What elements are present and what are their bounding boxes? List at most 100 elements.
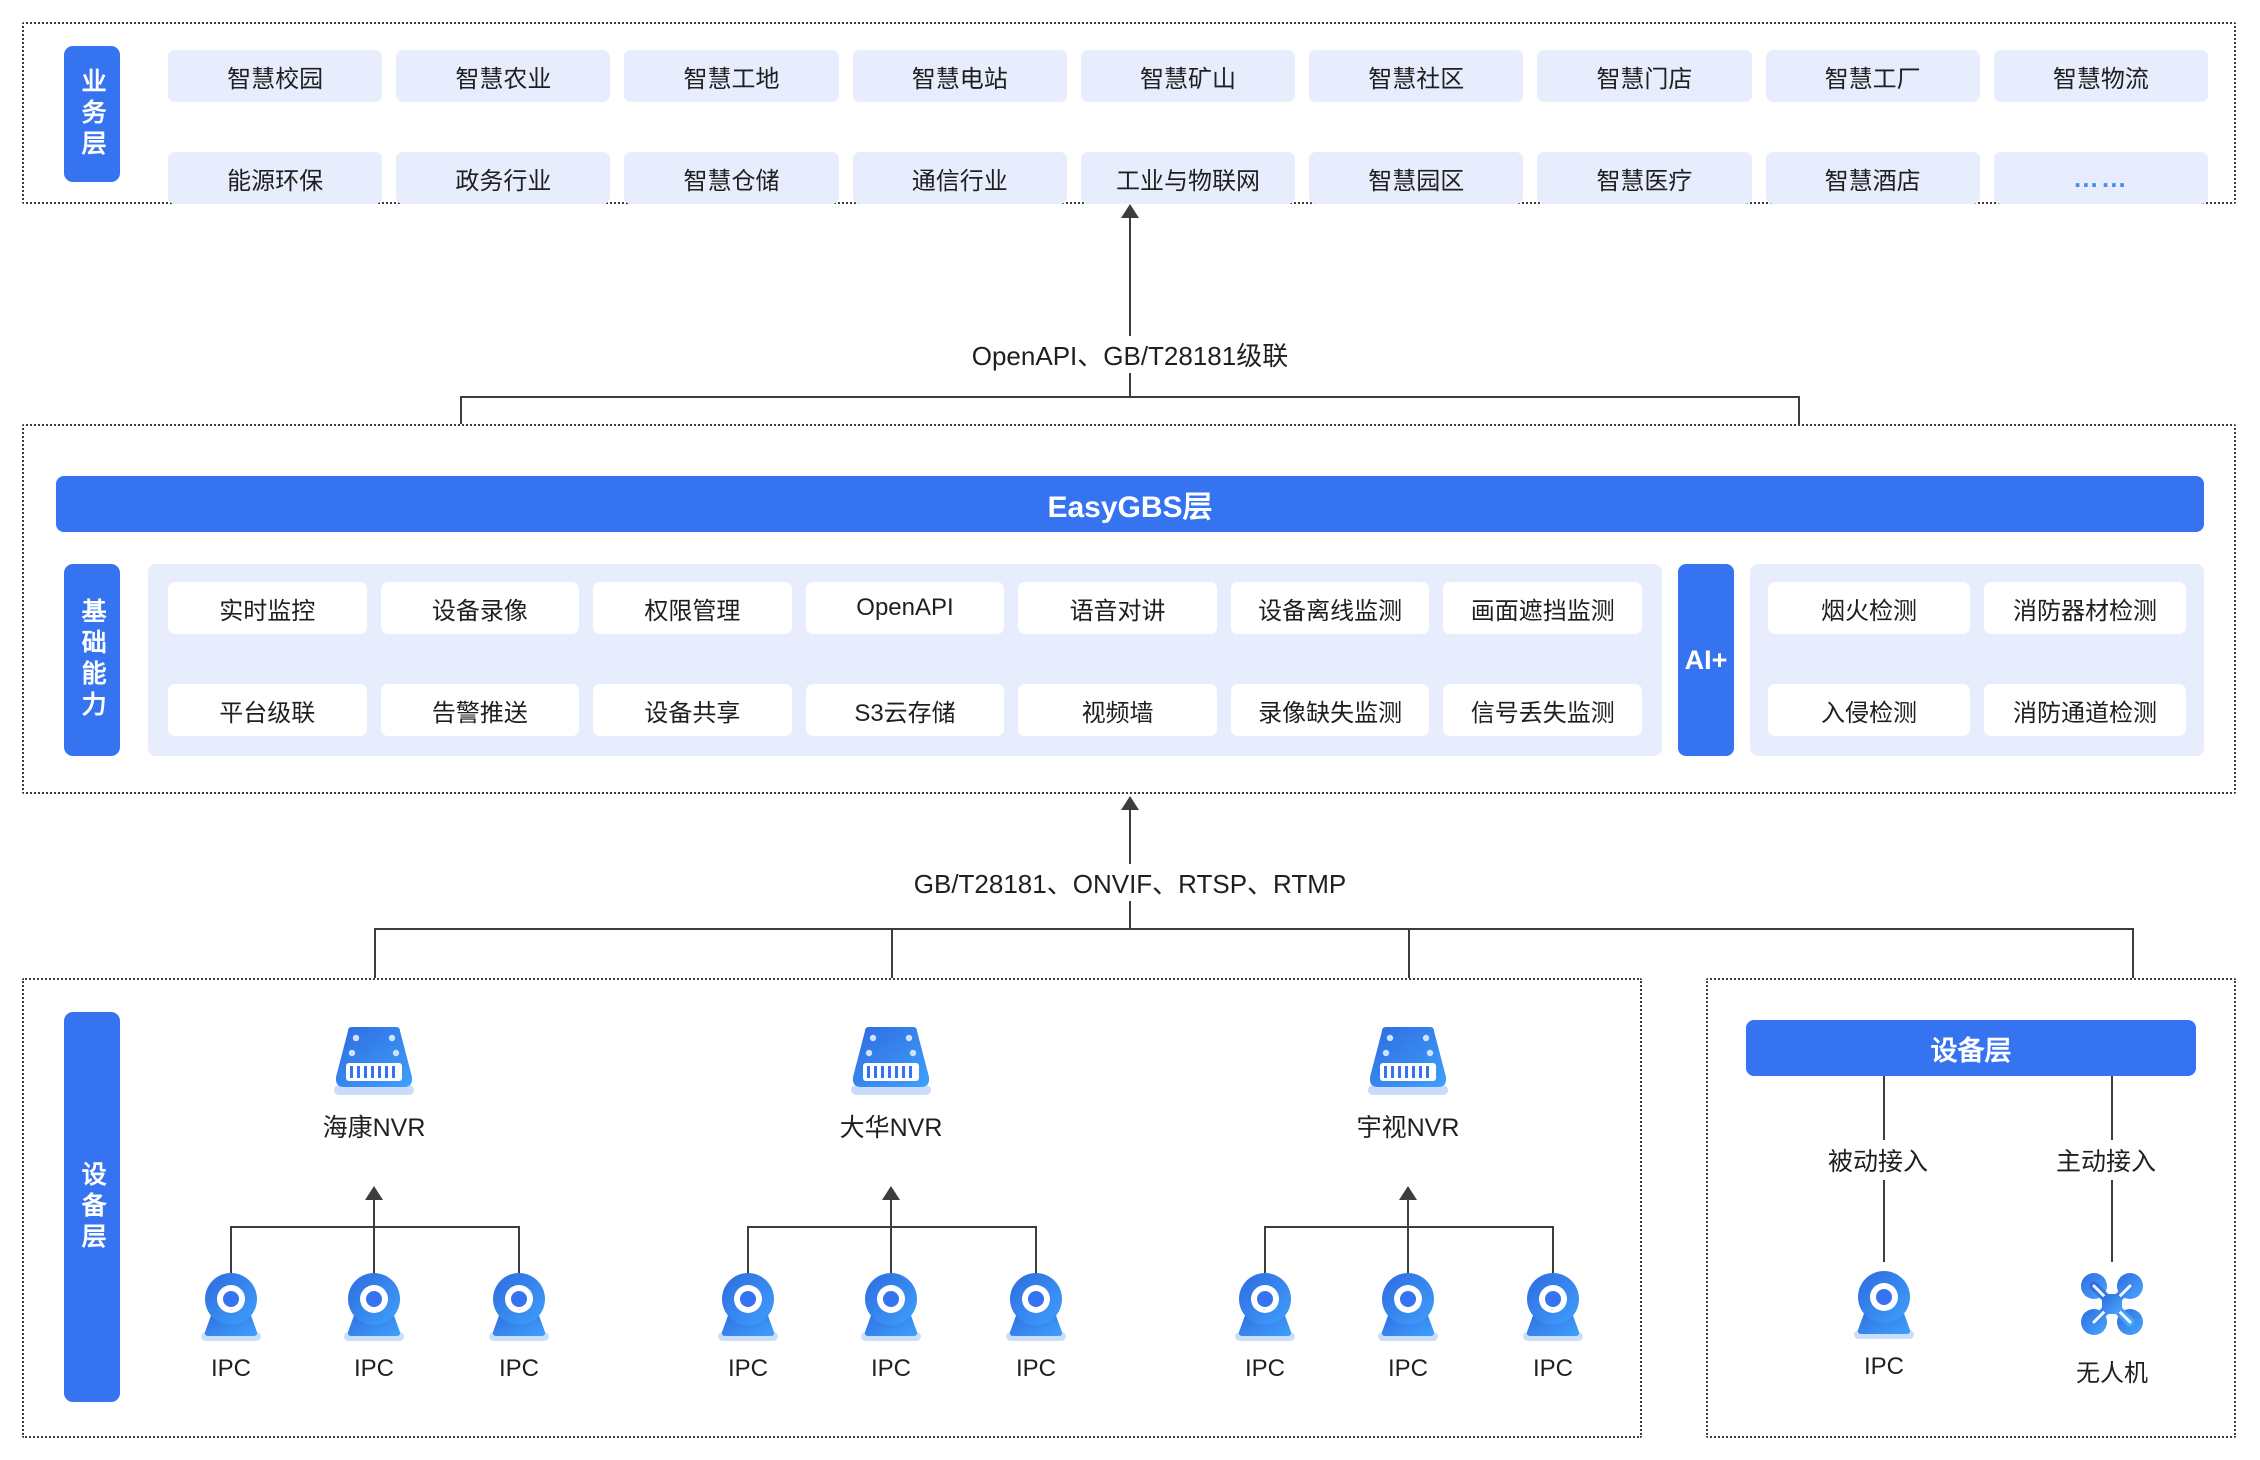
camera-label: IPC <box>1532 1355 1573 1382</box>
connector-top-vline <box>1129 218 1131 398</box>
platform-layer-side-label: 基础能力 <box>64 564 120 756</box>
business-chip[interactable]: 智慧电站 <box>852 50 1067 102</box>
camera-drop-3 <box>1035 1226 1037 1274</box>
business-chip[interactable]: 智慧矿山 <box>1080 50 1296 102</box>
capability-chip[interactable]: 语音对讲 <box>1018 582 1217 634</box>
business-chip[interactable]: 通信行业 <box>852 152 1067 204</box>
connector-top-arrow-icon <box>1121 204 1139 218</box>
passive-access-label: 被动接入 <box>1818 1140 1939 1180</box>
nvr-icon <box>1368 1027 1448 1095</box>
capability-chip[interactable]: 告警推送 <box>380 684 580 736</box>
nvr-uplink-arrow-icon <box>882 1186 900 1200</box>
drone-node[interactable]: 无人机 <box>2067 1266 2157 1388</box>
nvr-uplink-vline <box>890 1200 892 1228</box>
camera-node[interactable]: IPC <box>186 1268 276 1383</box>
ai-chip[interactable]: 入侵检测 <box>1768 684 1970 736</box>
capability-chip[interactable]: 视频墙 <box>1018 684 1217 736</box>
capability-chip[interactable]: S3云存储 <box>805 684 1005 736</box>
easygbs-title-bar: EasyGBS层 <box>56 476 2204 532</box>
nvr-label: 宇视NVR <box>1356 1114 1460 1142</box>
capability-chip[interactable]: 实时监控 <box>168 582 367 634</box>
camera-icon <box>1006 1273 1066 1341</box>
camera-label: IPC <box>1015 1355 1056 1382</box>
camera-label: IPC <box>1387 1355 1428 1382</box>
camera-node[interactable]: IPC <box>474 1268 564 1383</box>
business-chip[interactable]: 能源环保 <box>168 152 383 204</box>
camera-icon <box>201 1273 261 1341</box>
camera-bus-hline <box>230 1226 520 1228</box>
nvr-uplink-vline <box>1407 1200 1409 1228</box>
camera-label: IPC <box>353 1355 394 1382</box>
direct-camera-label: IPC <box>1863 1353 1904 1380</box>
camera-node[interactable]: IPC <box>1363 1268 1453 1383</box>
camera-node[interactable]: IPC <box>1220 1268 1310 1383</box>
capability-chip[interactable]: 权限管理 <box>593 582 792 634</box>
ai-row-2: 入侵检测 消防通道检测 <box>1768 684 2186 736</box>
camera-drop-2 <box>373 1226 375 1274</box>
ai-chip[interactable]: 消防通道检测 <box>1984 684 2186 736</box>
camera-bus-hline <box>1264 1226 1554 1228</box>
business-chip[interactable]: 智慧医疗 <box>1537 152 1752 204</box>
camera-node[interactable]: IPC <box>703 1268 793 1383</box>
camera-icon <box>1235 1273 1295 1341</box>
camera-icon <box>718 1273 778 1341</box>
camera-icon <box>861 1273 921 1341</box>
capability-chip[interactable]: 录像缺失监测 <box>1230 684 1430 736</box>
capability-chip[interactable]: 信号丢失监测 <box>1443 684 1642 736</box>
capabilities-row-2: 平台级联 告警推送 设备共享 S3云存储 视频墙 录像缺失监测 信号丢失监测 <box>168 684 1642 736</box>
camera-label: IPC <box>210 1355 251 1382</box>
connector-bottom-hline <box>374 928 2134 930</box>
business-chip[interactable]: 智慧仓储 <box>624 152 839 204</box>
business-chip[interactable]: 智慧门店 <box>1537 50 1752 102</box>
camera-node[interactable]: IPC <box>991 1268 1081 1383</box>
ai-chip[interactable]: 烟火检测 <box>1768 582 1970 634</box>
nvr-icon <box>851 1027 931 1095</box>
business-chip[interactable]: 智慧工厂 <box>1765 50 1980 102</box>
camera-node[interactable]: IPC <box>846 1268 936 1383</box>
ai-chip[interactable]: 消防器材检测 <box>1984 582 2186 634</box>
camera-label: IPC <box>870 1355 911 1382</box>
capability-chip[interactable]: 设备共享 <box>593 684 792 736</box>
business-chip[interactable]: 智慧工地 <box>624 50 839 102</box>
camera-icon <box>1523 1273 1583 1341</box>
camera-node[interactable]: IPC <box>329 1268 419 1383</box>
connector-top-hline <box>460 396 1800 398</box>
business-chip[interactable]: 智慧校园 <box>168 50 383 102</box>
camera-node[interactable]: IPC <box>1508 1268 1598 1383</box>
connector-bottom-branch-4 <box>2132 928 2134 1024</box>
nvr-icon <box>334 1027 414 1095</box>
business-chip[interactable]: 智慧社区 <box>1309 50 1524 102</box>
capability-chip[interactable]: 平台级联 <box>168 684 367 736</box>
ai-plus-badge: AI+ <box>1678 564 1734 756</box>
device-layer-side-label-text: 设备层 <box>78 1160 107 1254</box>
business-chip[interactable]: 智慧酒店 <box>1765 152 1980 204</box>
business-chip-more[interactable]: …… <box>1993 152 2208 204</box>
connector-top-label: OpenAPI、GB/T28181级联 <box>930 336 1330 373</box>
capability-chip[interactable]: 画面遮挡监测 <box>1443 582 1642 634</box>
camera-label: IPC <box>1244 1355 1285 1382</box>
nvr-label: 大华NVR <box>839 1114 943 1142</box>
camera-drop-2 <box>1407 1226 1409 1274</box>
nvr-node[interactable]: 大华NVR <box>816 1025 966 1144</box>
nvr-node[interactable]: 海康NVR <box>299 1025 449 1144</box>
direct-device-title-bar: 设备层 <box>1746 1020 2196 1076</box>
business-chip[interactable]: 智慧园区 <box>1309 152 1524 204</box>
capability-chip[interactable]: 设备录像 <box>380 582 580 634</box>
nvr-node[interactable]: 宇视NVR <box>1333 1025 1483 1144</box>
device-layer-container <box>22 978 1642 1438</box>
nvr-uplink-vline <box>373 1200 375 1228</box>
business-chip[interactable]: 智慧农业 <box>396 50 611 102</box>
direct-camera-node[interactable]: IPC <box>1839 1266 1929 1381</box>
business-chip[interactable]: 工业与物联网 <box>1080 152 1296 204</box>
business-chip[interactable]: 智慧物流 <box>1993 50 2208 102</box>
business-layer-side-label: 业务层 <box>64 46 120 182</box>
capabilities-row-1: 实时监控 设备录像 权限管理 OpenAPI 语音对讲 设备离线监测 画面遮挡监… <box>168 582 1642 634</box>
business-chip[interactable]: 政务行业 <box>396 152 611 204</box>
easygbs-title-text: EasyGBS层 <box>1047 491 1213 524</box>
capability-chip[interactable]: 设备离线监测 <box>1230 582 1430 634</box>
active-access-label: 主动接入 <box>2046 1140 2167 1180</box>
capability-chip[interactable]: OpenAPI <box>805 582 1005 634</box>
drone-icon <box>2081 1273 2143 1335</box>
nvr-uplink-arrow-icon <box>365 1186 383 1200</box>
business-layer-side-label-text: 业务层 <box>78 67 107 161</box>
